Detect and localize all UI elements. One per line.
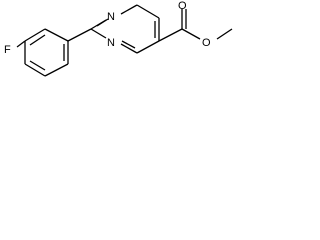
carbonyl-oxygen-label: O: [178, 0, 187, 12]
fluorine-label: F: [4, 44, 11, 56]
biaryl-bond: [67, 28, 92, 42]
fluorine-bond: [16, 40, 26, 48]
ester-oxygen-label: O: [202, 37, 211, 49]
nitrogen-bottom-label: N: [107, 37, 115, 49]
pyrimidine-ring: [90, 4, 160, 54]
nitrogen-top-label: N: [107, 11, 115, 23]
chemical-structure: F N N O O: [4, 0, 233, 77]
fluorophenyl-ring: [24, 28, 69, 77]
ester-bonds: [158, 9, 233, 42]
